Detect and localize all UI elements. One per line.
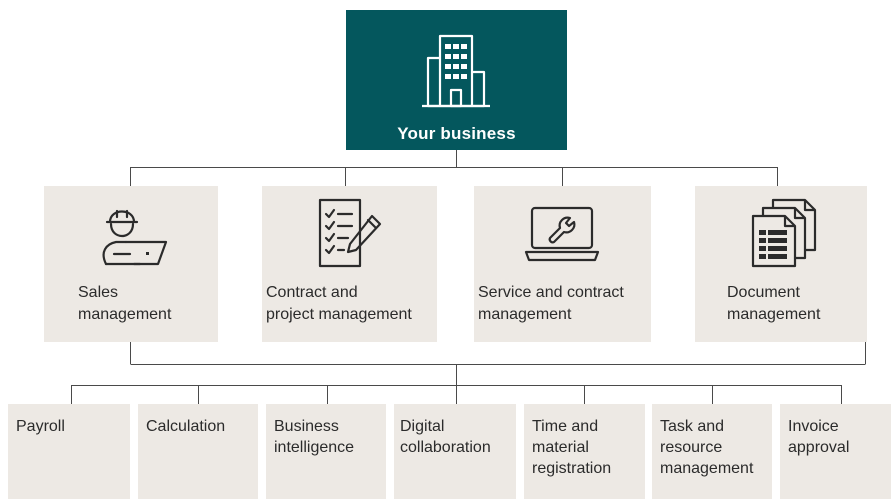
submodule-calculation: Calculation [138, 404, 258, 499]
checklist-with-pen-icon [318, 198, 382, 268]
submodule-digital-collaboration: Digital collaboration [394, 404, 516, 499]
submodule-label: Calculation [146, 418, 226, 435]
submodule-invoice-approval: Invoice approval [780, 404, 891, 499]
submodule-label: Business intelligence [274, 418, 355, 456]
root-label: Your business [397, 124, 516, 143]
module-contract-and-project-management: Contract and project management [262, 186, 437, 342]
submodule-time-and-material-registration: Time and material registration [524, 404, 645, 499]
module-label: Document management [727, 284, 821, 323]
module-document-management: Document management [695, 186, 867, 342]
module-label: Sales management [78, 284, 172, 323]
submodule-payroll: Payroll [8, 404, 130, 499]
submodule-label: Payroll [16, 418, 65, 435]
submodule-label: Invoice approval [788, 418, 850, 456]
office-building-icon [422, 34, 490, 108]
laptop-with-wrench-icon [524, 206, 600, 262]
module-sales-management: Sales management [44, 186, 218, 342]
submodule-business-intelligence: Business intelligence [266, 404, 386, 499]
module-service-and-contract-management: Service and contract management [474, 186, 651, 342]
worker-with-laptop-icon [102, 209, 168, 266]
root-node-your-business: Your business [346, 10, 567, 150]
submodule-label: Task and resource management [660, 418, 754, 477]
submodule-label: Digital collaboration [400, 418, 491, 456]
submodule-label: Time and material registration [532, 418, 612, 477]
module-label: Service and contract management [478, 284, 624, 323]
documents-icon [751, 198, 817, 268]
submodule-task-and-resource-management: Task and resource management [652, 404, 772, 499]
module-label: Contract and project management [266, 284, 412, 323]
